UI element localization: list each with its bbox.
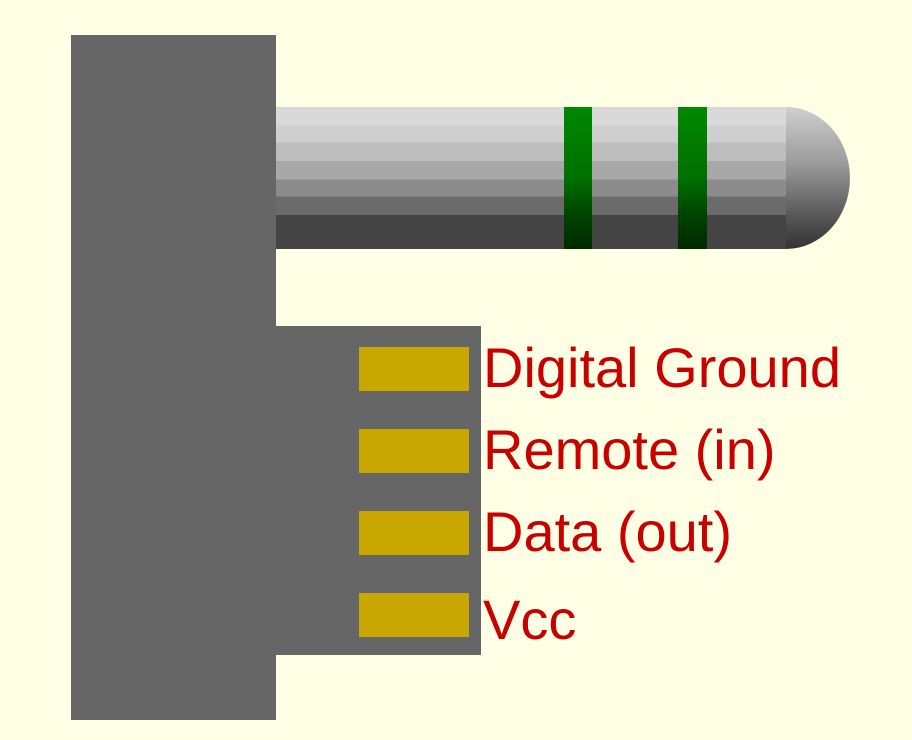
pin-label-vcc: Vcc bbox=[483, 588, 577, 651]
connector-body bbox=[71, 35, 276, 720]
plug-shaft bbox=[276, 107, 786, 249]
pin-digital-ground bbox=[359, 347, 469, 391]
pin-label-data-out: Data (out) bbox=[483, 500, 732, 563]
audio-plug bbox=[276, 107, 850, 249]
pin-data-out bbox=[359, 511, 469, 555]
plug-ring-2 bbox=[678, 107, 707, 249]
pin-remote-in bbox=[359, 429, 469, 473]
plug-ring-1 bbox=[564, 107, 592, 249]
pin-label-remote-in: Remote (in) bbox=[483, 418, 776, 481]
plug-tip bbox=[776, 107, 850, 249]
pin-label-digital-ground: Digital Ground bbox=[483, 336, 841, 399]
pin-vcc bbox=[359, 593, 469, 637]
